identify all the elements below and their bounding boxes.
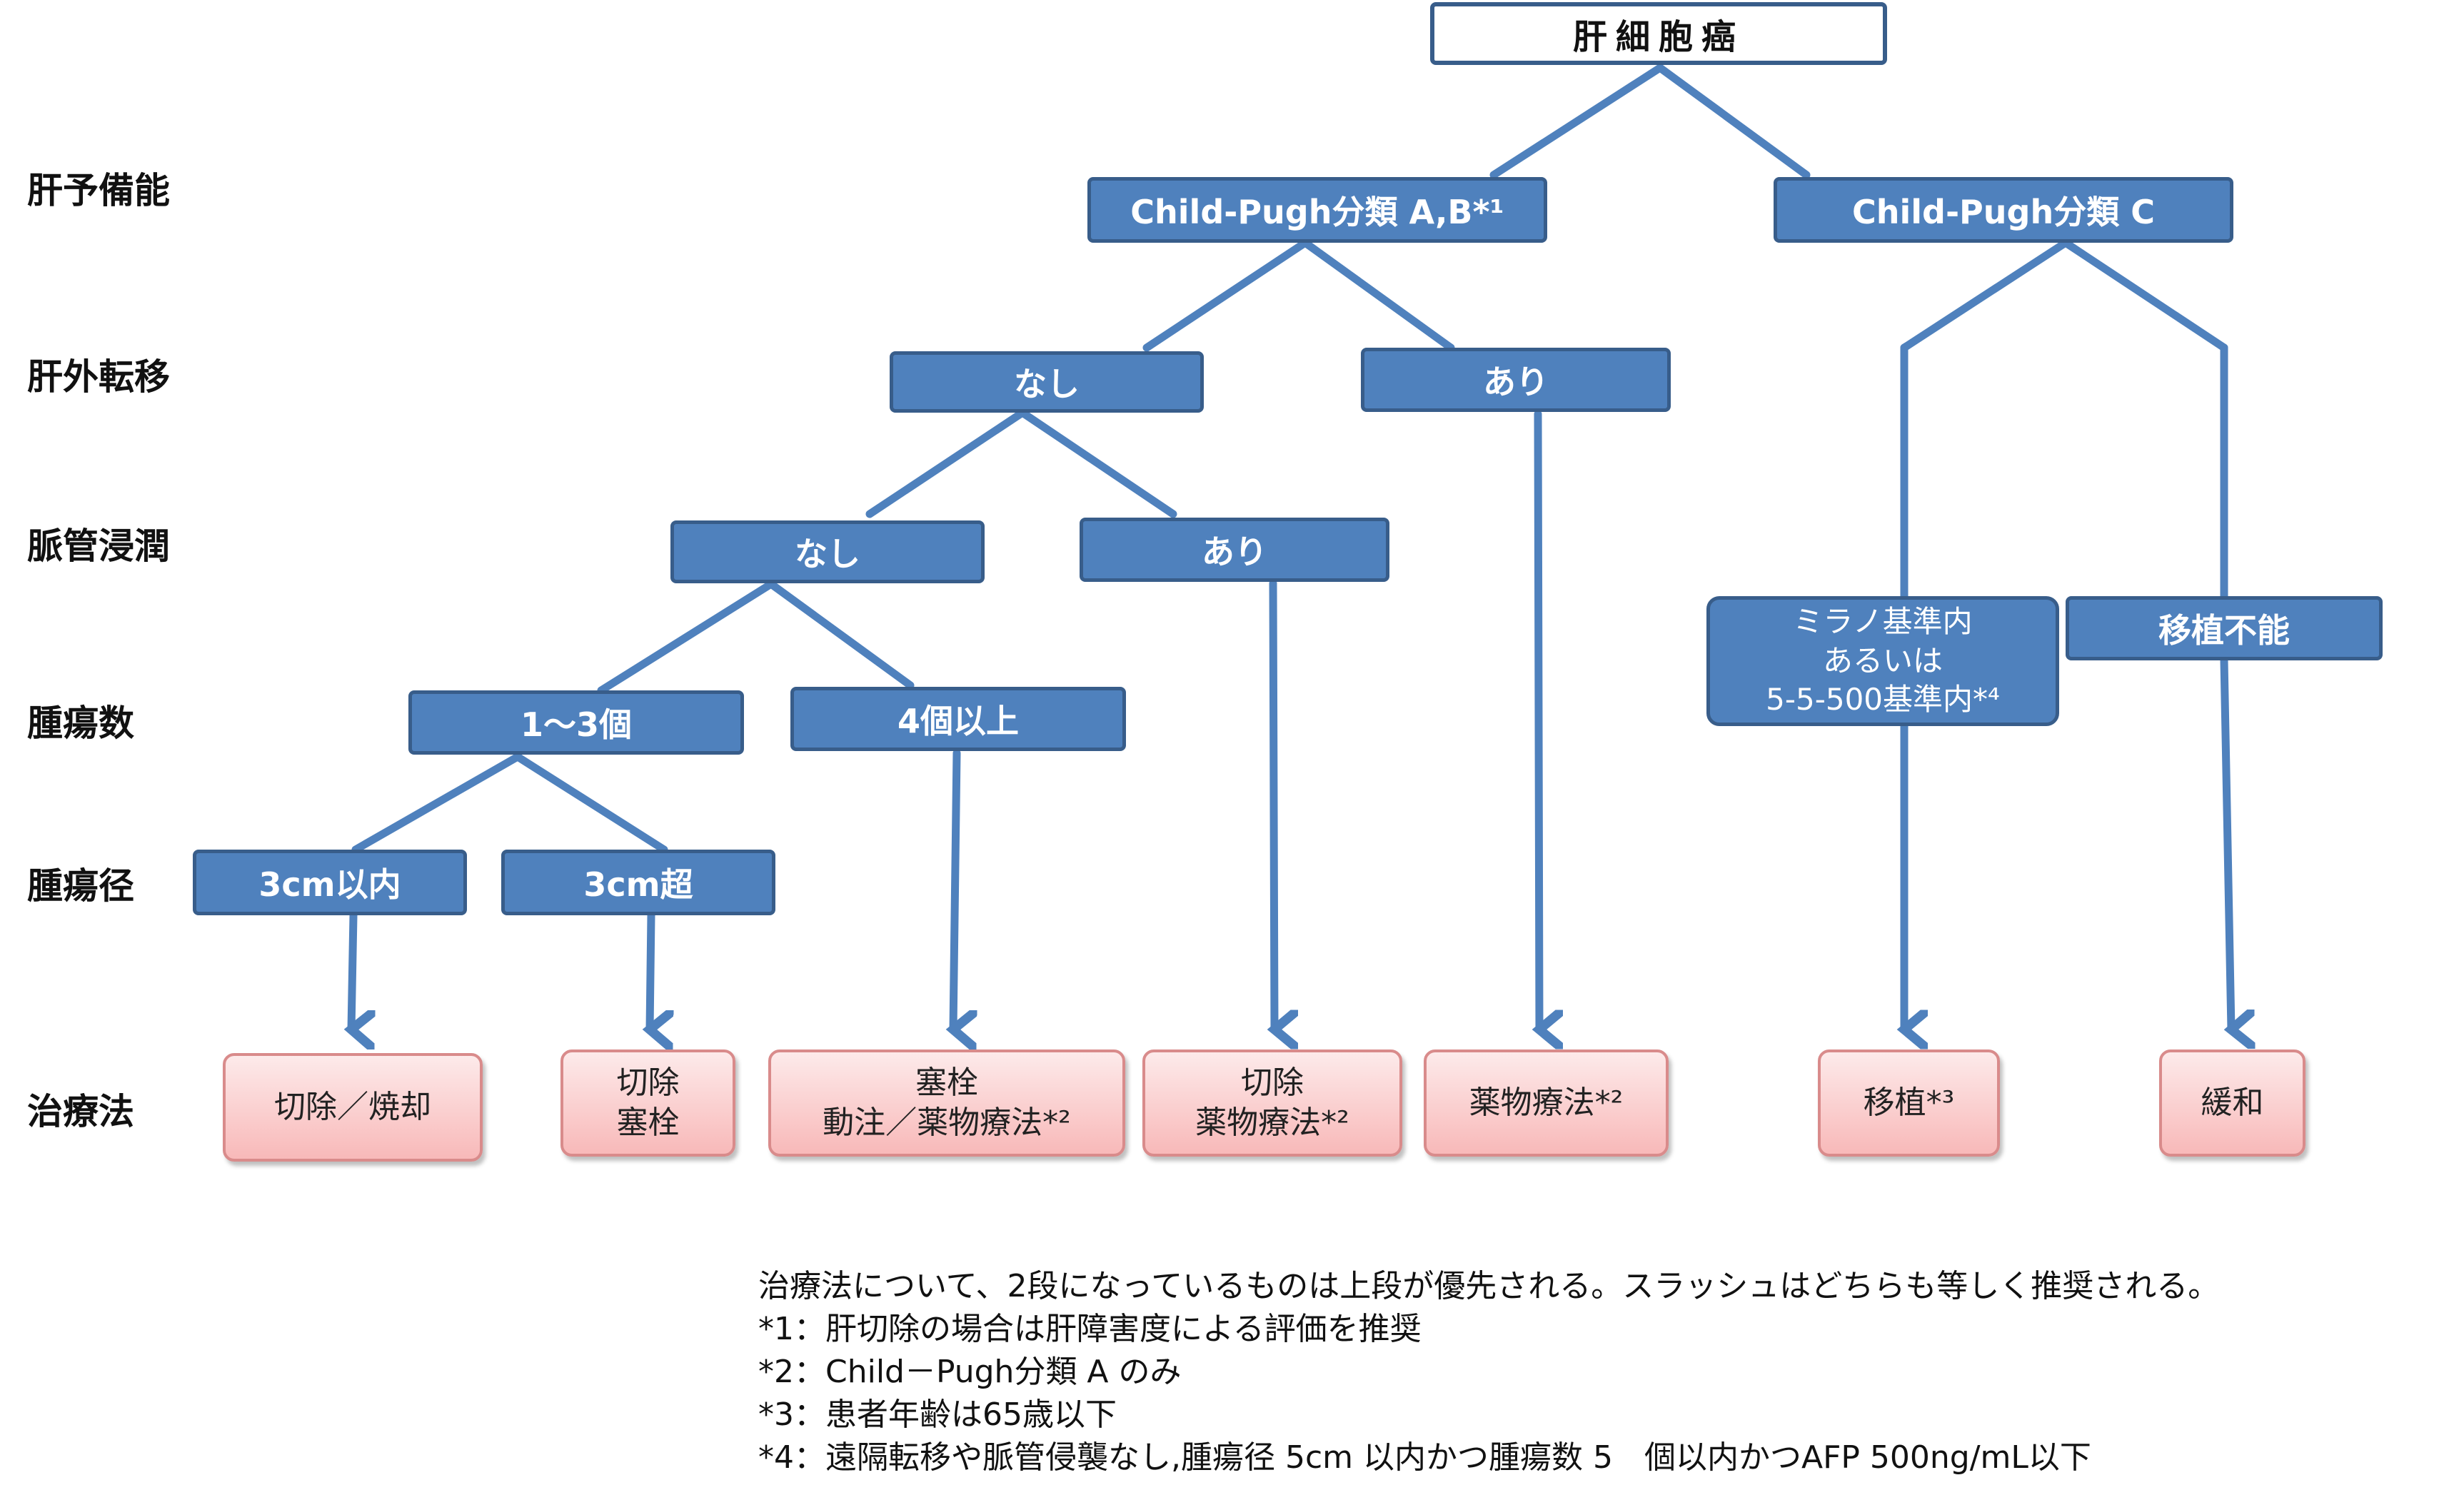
node-milan-criteria: ミラノ基準内 あるいは 5-5-500基準内*⁴ (1706, 596, 2059, 726)
row-label-liver-reserve: 肝予備能 (27, 170, 170, 211)
milan-line-3: 5-5-500基準内*⁴ (1766, 682, 2000, 718)
treatment-transplant: 移植*³ (1818, 1050, 2000, 1157)
treatment-line: 切除／焼却 (274, 1088, 431, 1125)
connector-line (1142, 238, 1309, 352)
treatment-line: 移植*³ (1863, 1084, 1955, 1121)
row-label-extrahepatic-metastasis: 肝外転移 (27, 356, 170, 398)
treatment-line: 動注／薬物療法*² (823, 1104, 1071, 1141)
treatment-line: 切除 (616, 1064, 680, 1101)
treatment-arrow (2220, 656, 2231, 1030)
treatment-line: 塞栓 (616, 1104, 680, 1141)
node-metastasis-present: あり (1361, 348, 1671, 412)
treatment-resection-drug: 切除 薬物療法*² (1142, 1050, 1402, 1157)
row-label-vascular-invasion: 脈管浸潤 (27, 525, 170, 567)
row-label-tumor-size: 腫瘍径 (27, 865, 134, 907)
treatment-embolization-arterial: 塞栓 動注／薬物療法*² (768, 1050, 1125, 1157)
connector-line (1656, 64, 1811, 179)
root-node-hcc: 肝細胞癌 (1430, 2, 1887, 65)
treatment-arrow (1273, 579, 1274, 1030)
footnote-2: *2：Child－Pugh分類 A のみ (758, 1354, 1182, 1390)
node-child-pugh-ab: Child-Pugh分類 A,B*¹ (1087, 177, 1547, 243)
node-transplant-ineligible: 移植不能 (2066, 596, 2383, 660)
row-label-treatment: 治療法 (27, 1091, 134, 1132)
node-invasion-present: あり (1080, 518, 1389, 582)
treatment-resection-ablation: 切除／焼却 (223, 1053, 483, 1162)
treatment-resection-embolization: 切除 塞栓 (560, 1050, 735, 1157)
connector-line (597, 580, 775, 695)
connector-line (1489, 64, 1664, 179)
footnotes: 治療法について、2段になっているものは上段が優先される。スラッシュはどちらも等し… (758, 1265, 2219, 1479)
connector-line (1018, 408, 1177, 518)
milan-line-1: ミラノ基準内 (1793, 604, 1973, 640)
node-size-3cm-over: 3cm超 (501, 850, 775, 915)
treatment-arrow (351, 911, 353, 1030)
treatment-arrow (953, 749, 957, 1030)
treatment-arrow (650, 911, 651, 1030)
connector-line (1900, 238, 2070, 352)
node-count-4-plus: 4個以上 (790, 687, 1126, 751)
connector-line (1301, 238, 1455, 352)
connector-line (767, 580, 915, 690)
treatment-arrow (1538, 410, 1539, 1030)
footnote-4: *4：遠隔転移や脈管侵襲なし,腫瘍径 5cm 以内かつ腫瘍数 5 個以内かつAF… (758, 1439, 2091, 1476)
connector-line (513, 752, 668, 854)
treatment-line: 切除 (1241, 1064, 1304, 1101)
connector-line (351, 752, 522, 854)
connector-line (2061, 238, 2228, 352)
node-metastasis-none: なし (890, 351, 1204, 413)
treatment-palliative: 緩和 (2159, 1050, 2305, 1157)
treatment-line: 緩和 (2201, 1084, 2264, 1121)
footnote-intro: 治療法について、2段になっているものは上段が優先される。スラッシュはどちらも等し… (758, 1268, 2220, 1304)
node-invasion-none: なし (670, 520, 985, 583)
milan-line-2: あるいは (1822, 643, 1943, 678)
node-size-3cm-within: 3cm以内 (193, 850, 467, 915)
treatment-line: 塞栓 (915, 1064, 978, 1101)
node-count-1-3: 1～3個 (408, 690, 744, 755)
treatment-drug: 薬物療法*² (1424, 1050, 1669, 1157)
footnote-1: *1：肝切除の場合は肝障害度による評価を推奨 (758, 1311, 1422, 1347)
node-child-pugh-c: Child-Pugh分類 C (1774, 177, 2233, 243)
footnote-3: *3：患者年齢は65歳以下 (758, 1396, 1117, 1433)
treatment-line: 薬物療法*² (1469, 1084, 1624, 1121)
connector-line (865, 408, 1027, 518)
row-label-tumor-count: 腫瘍数 (27, 703, 134, 744)
treatment-line: 薬物療法*² (1195, 1104, 1349, 1141)
